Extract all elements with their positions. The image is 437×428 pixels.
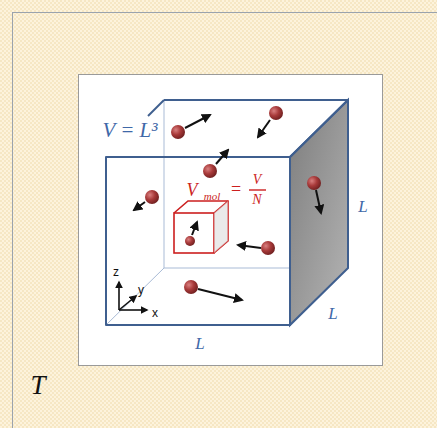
axis-label: z <box>113 266 119 278</box>
edge-length-label: L <box>328 305 337 322</box>
subscript: mol <box>204 191 221 202</box>
fraction-bar <box>249 189 266 190</box>
denominator: N <box>252 193 261 207</box>
temperature-label: T <box>30 372 45 399</box>
coordinate-axes <box>119 282 147 310</box>
volume-label: V = L³ <box>102 120 157 141</box>
molecular-volume-cube <box>174 201 228 253</box>
cube-side-face <box>290 100 348 325</box>
numerator: V <box>253 173 262 187</box>
axis-label: x <box>152 307 158 319</box>
panel <box>79 75 383 366</box>
edge-length-label: L <box>358 198 367 215</box>
axis-label: y <box>138 284 144 296</box>
equals-sign: = <box>231 180 241 198</box>
frame <box>13 13 437 428</box>
velocity-arrows <box>134 115 321 300</box>
molar-volume-symbol: V <box>187 181 198 199</box>
molecular-cube-side <box>214 201 228 253</box>
molecules <box>145 106 321 294</box>
edge-length-label: L <box>195 335 204 352</box>
